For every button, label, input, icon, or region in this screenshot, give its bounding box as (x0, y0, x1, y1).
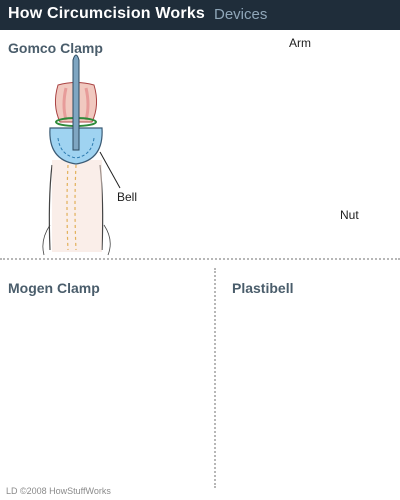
section-divider-vertical (214, 268, 216, 488)
gomco-bell-view (42, 54, 121, 256)
nut-label: Nut (340, 208, 359, 222)
copyright-credit: LD ©2008 HowStuffWorks (6, 486, 111, 496)
arm-label: Arm (289, 36, 311, 50)
page-title: How Circumcision Works (8, 5, 206, 22)
plastibell-section-title: Plastibell (232, 280, 294, 296)
mogen-section-title: Mogen Clamp (8, 280, 100, 296)
bell-label: Bell (117, 190, 138, 204)
section-divider-horizontal (0, 258, 400, 260)
header-bar: How Circumcision Works Devices (0, 0, 400, 30)
gomco-section-title: Gomco Clamp (8, 40, 103, 56)
page-subtitle: Devices (214, 6, 268, 23)
